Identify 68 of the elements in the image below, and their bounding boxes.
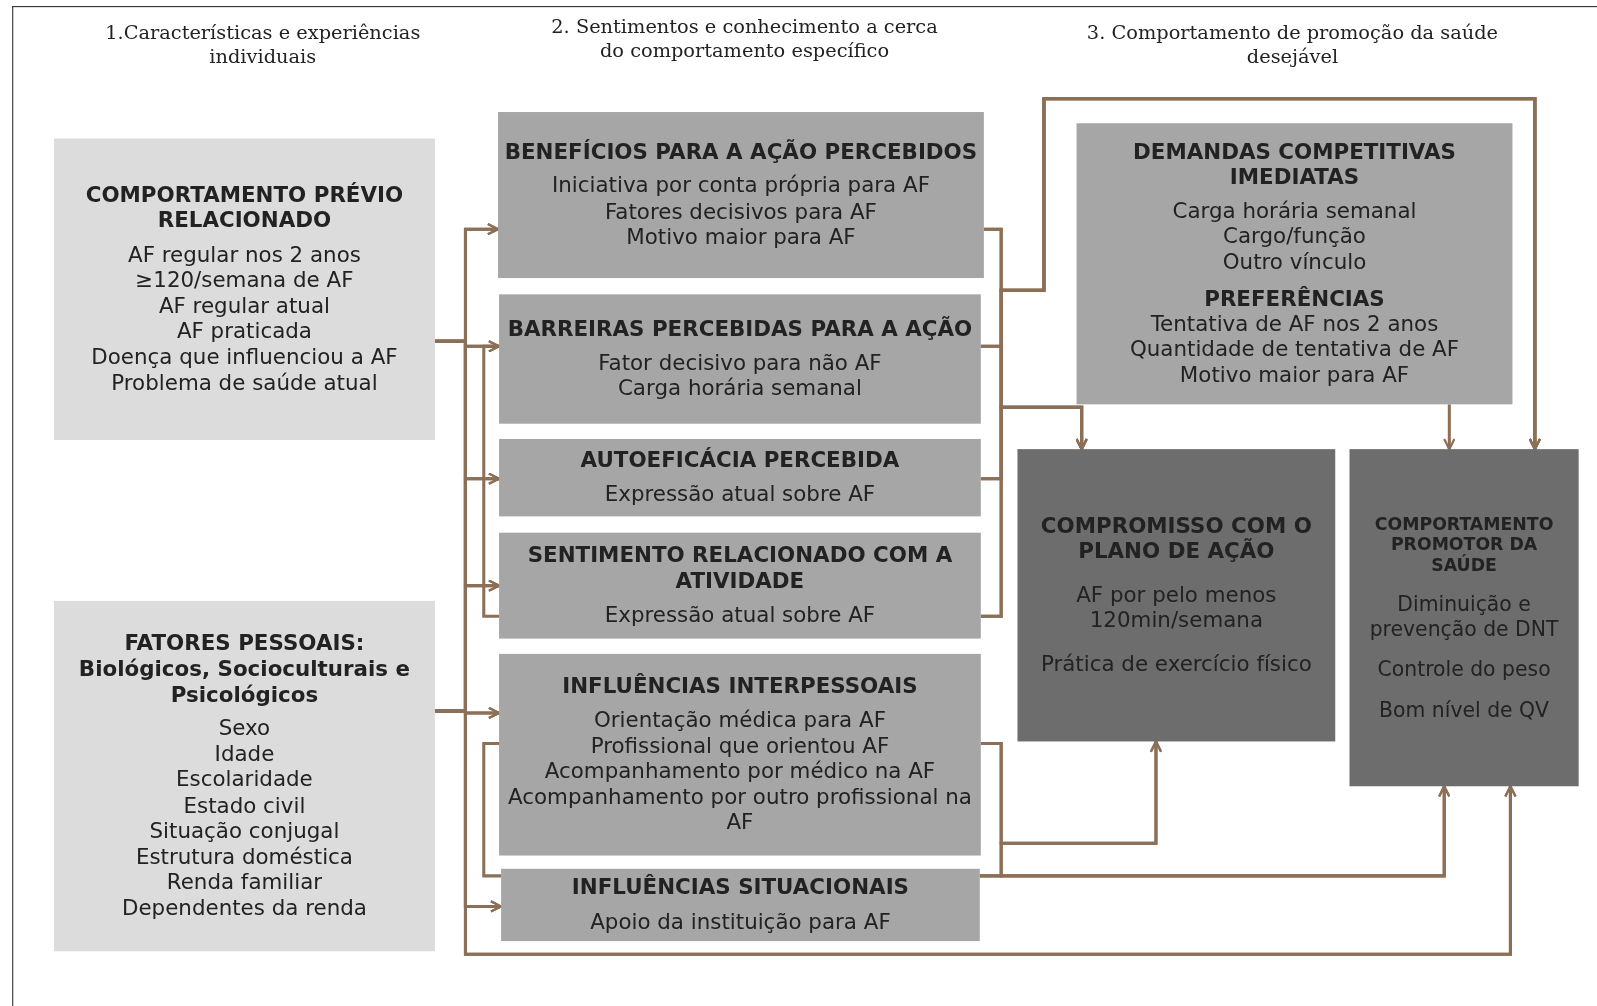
- box-heading: FATORES PESSOAIS: Biológicos, Socioculturais e Psicológicos: [77, 630, 411, 708]
- box-text: Motivo maior para AF: [1179, 362, 1410, 389]
- box-heading: COMPROMISSO COM O PLANO DE AÇÃO: [1039, 512, 1313, 565]
- box-text: Outro vínculo: [1222, 249, 1367, 276]
- box-text: AF regular nos 2 anos: [128, 242, 361, 268]
- connector-line: [482, 741, 502, 878]
- box-text: Motivo maior para AF: [626, 224, 856, 251]
- box-text: Apoio da instituição para AF: [590, 909, 891, 935]
- concept-box: [1017, 449, 1336, 742]
- box-text: Renda familiar: [166, 869, 323, 896]
- box-text: Iniciativa por conta própria para AF: [551, 173, 930, 200]
- arrow: [980, 97, 1542, 618]
- box-heading: SENTIMENTO RELACIONADO COM A ATIVIDADE: [526, 543, 954, 595]
- box-text: Carga horária semanal: [617, 375, 862, 402]
- box-text: Prática de exercício físico: [1040, 652, 1312, 678]
- box-text: AF praticada: [176, 319, 312, 345]
- box-heading: COMPORTAMENTO PRÉVIO RELACIONADO: [84, 182, 405, 234]
- arrow: [979, 785, 1451, 878]
- box-text: Acompanhamento por médico na AF: [544, 758, 936, 785]
- box-heading: COMPORTAMENTO PROMOTOR DA SAÚDE: [1373, 513, 1555, 576]
- concept-box: [1349, 449, 1579, 787]
- box-heading: BARREIRAS PERCEBIDAS PARA A AÇÃO: [507, 316, 973, 343]
- box-heading: AUTOEFICÁCIA PERCEBIDA: [580, 447, 900, 474]
- column-heading: 2. Sentimentos e conhecimento a cerca do comportamento específico: [550, 14, 939, 63]
- box-text: Escolaridade: [176, 767, 313, 793]
- column-heading: 1.Características e experiências individuais: [104, 20, 422, 69]
- box-text: Cargo/função: [1223, 224, 1366, 250]
- box-text: AF regular atual: [158, 293, 330, 319]
- concept-box: [54, 600, 435, 952]
- concept-box: [499, 438, 981, 517]
- concept-box: [1076, 123, 1513, 405]
- box-text: Profissional que orientou AF: [590, 733, 890, 759]
- box-text: Tentativa de AF nos 2 anos: [1150, 311, 1439, 338]
- box-text: Controle do peso: [1377, 657, 1551, 682]
- box-text: Orientação médica para AF: [593, 707, 886, 734]
- concept-box: [499, 532, 981, 639]
- concept-box: [54, 138, 435, 440]
- box-text: Estrutura doméstica: [135, 844, 353, 870]
- box-text: Fatores decisivos para AF: [605, 199, 877, 225]
- box-text: Carga horária semanal: [1172, 198, 1417, 225]
- box-text: AF por pelo menos 120min/semana: [1075, 582, 1278, 634]
- box-text: Situação conjugal: [149, 818, 340, 845]
- box-heading: BENEFÍCIOS PARA A AÇÃO PERCEBIDOS: [504, 139, 978, 166]
- box-text: Bom nível de QV: [1379, 697, 1550, 723]
- box-heading: DEMANDAS COMPETITIVAS IMEDIATAS: [1132, 139, 1457, 191]
- box-heading: INFLUÊNCIAS SITUACIONAIS: [571, 875, 909, 901]
- box-text: Diminuição e prevenção de DNT: [1368, 591, 1560, 641]
- box-text: ≥120/semana de AF: [135, 267, 354, 294]
- box-text: Sexo: [218, 716, 271, 742]
- box-text: Expressão atual sobre AF: [604, 602, 876, 629]
- connector-line: [482, 344, 500, 618]
- box-text: Dependentes da renda: [122, 895, 367, 922]
- concept-box: [498, 112, 984, 279]
- box-text: Expressão atual sobre AF: [604, 481, 876, 508]
- concept-box: [499, 294, 981, 424]
- box-text: Doença que influenciou a AF: [91, 344, 398, 371]
- column-heading: 3. Comportamento de promoção da saúde desejável: [1085, 20, 1500, 69]
- box-text: Idade: [214, 741, 275, 768]
- box-text: Acompanhamento por outro profissional na AF: [506, 784, 973, 836]
- concept-box: [499, 653, 981, 856]
- box-text: Estado civil: [183, 793, 306, 819]
- arrow: [1443, 404, 1456, 451]
- box-heading: PREFERÊNCIAS: [1204, 285, 1385, 312]
- box-text: Quantidade de tentativa de AF: [1129, 337, 1460, 363]
- concept-box: [501, 868, 980, 942]
- box-heading: INFLUÊNCIAS INTERPESSOAIS: [562, 673, 918, 700]
- box-text: Problema de saúde atual: [111, 370, 378, 396]
- box-text: Fator decisivo para não AF: [598, 350, 882, 376]
